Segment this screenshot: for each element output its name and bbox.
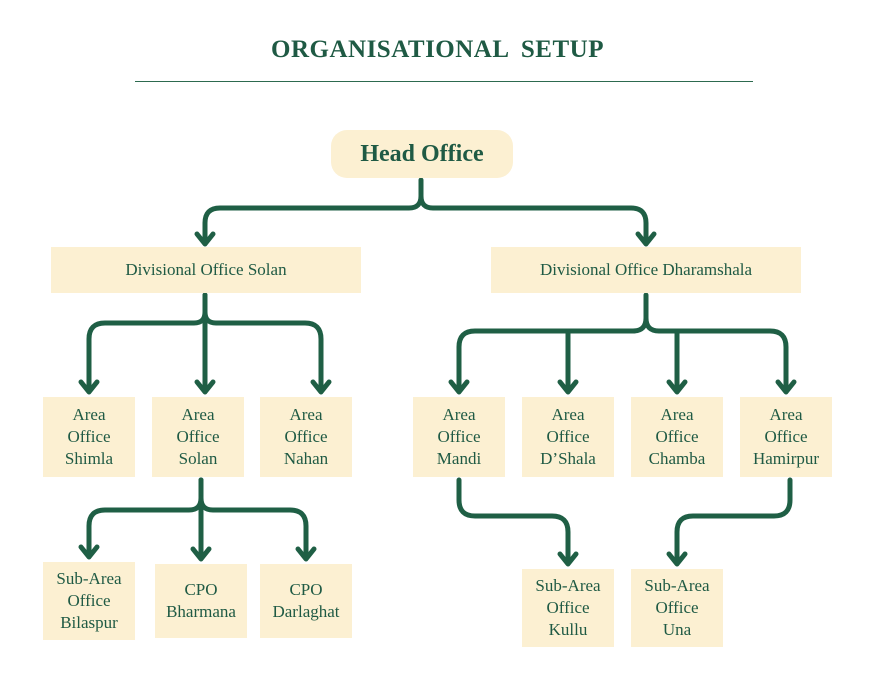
sub-area-office-bilaspur-box: Sub-Area Office Bilaspur [43,562,135,640]
connector-solan-to-shimla [86,292,208,393]
connector-area-solan-to-darlaghat [198,495,309,560]
connector-area-solan-to-bilaspur [86,477,204,558]
arrowhead [775,379,797,395]
arrowhead [310,379,332,395]
arrowhead [666,551,688,567]
divisional-office-dharamshala-box: Divisional Office Dharamshala [491,247,801,293]
arrowhead [78,544,100,560]
area-office-shimla-box: Area Office Shimla [43,397,135,477]
arrowhead [448,379,470,395]
sub-area-office-una-box: Sub-Area Office Una [631,569,723,647]
arrowhead [557,551,579,567]
area-office-hamirpur-box: Area Office Hamirpur [740,397,832,477]
arrowhead [194,379,216,395]
area-office-solan-box: Area Office Solan [152,397,244,477]
connector-dharamshala-to-hamirpur [643,315,789,393]
arrowhead [194,231,216,247]
connector-head-to-dharamshala [418,193,649,245]
title-divider [135,81,753,82]
arrowhead [78,379,100,395]
head-office-box: Head Office [331,130,513,178]
connector-solan-to-nahan [202,309,324,393]
area-office-mandi-box: Area Office Mandi [413,397,505,477]
cpo-darlaghat-box: CPO Darlaghat [260,564,352,638]
arrowhead [190,546,212,562]
divisional-office-solan-box: Divisional Office Solan [51,247,361,293]
area-office-chamba-box: Area Office Chamba [631,397,723,477]
connector-mandi-to-kullu [456,477,571,565]
sub-area-office-kullu-box: Sub-Area Office Kullu [522,569,614,647]
arrowhead [557,379,579,395]
page-title: ORGANISATIONAL SETUP [271,36,604,63]
arrowhead [666,379,688,395]
connector-head-to-solan [202,177,424,245]
arrowhead [295,546,317,562]
cpo-bharmana-box: CPO Bharmana [155,564,247,638]
area-office-nahan-box: Area Office Nahan [260,397,352,477]
arrowhead [635,231,657,247]
connector-hamirpur-to-una [674,477,793,565]
area-office-dshala-box: Area Office D’Shala [522,397,614,477]
connector-dharamshala-to-mandi [456,292,649,393]
